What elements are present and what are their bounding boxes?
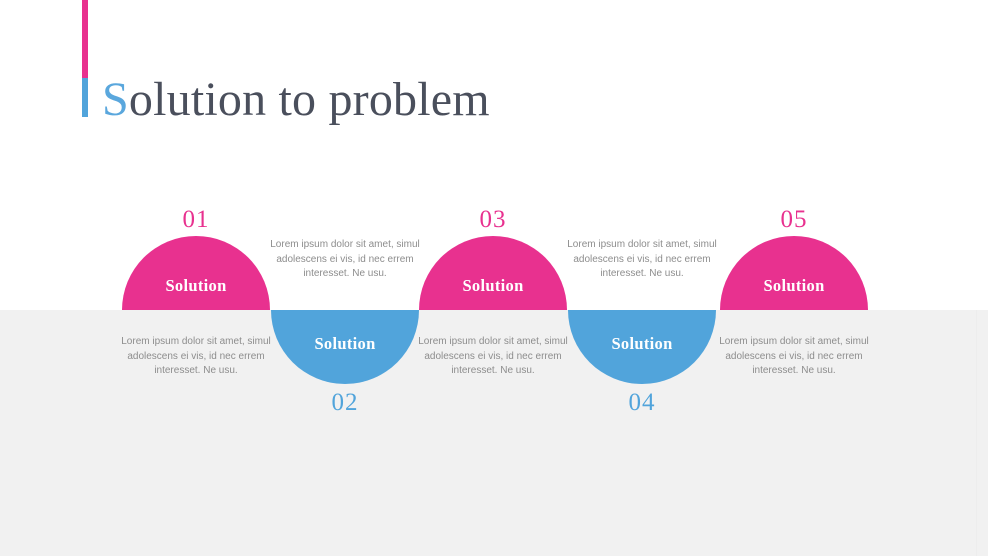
step-04-number: 04	[628, 389, 656, 416]
step-01-dome[interactable]: Solution	[122, 236, 270, 310]
step-01-dome-label: Solution	[165, 276, 227, 295]
step-03-dome-shape	[419, 236, 567, 310]
accent-bar-pink-segment	[82, 0, 88, 78]
step-04-dome[interactable]: Solution	[568, 310, 716, 384]
step-03-number: 03	[479, 206, 507, 233]
step-03-description: Lorem ipsum dolor sit amet, simul adoles…	[418, 336, 568, 376]
step-04-description: Lorem ipsum dolor sit amet, simul adoles…	[567, 239, 717, 279]
step-04-dome-label: Solution	[611, 334, 673, 353]
step-01-dome-shape	[122, 236, 270, 310]
step-02-description: Lorem ipsum dolor sit amet, simul adoles…	[270, 239, 420, 279]
page-title: Solution to problem	[102, 70, 490, 130]
page-title-rest: olution to problem	[128, 73, 490, 126]
step-02-number: 02	[331, 389, 359, 416]
step-05-dome-label: Solution	[763, 276, 825, 295]
band-seam-divider	[976, 310, 977, 556]
accent-bar-blue-segment	[82, 78, 88, 117]
step-05-dome[interactable]: Solution	[720, 236, 868, 310]
step-05-number: 05	[780, 206, 808, 233]
step-03-dome-label: Solution	[462, 276, 524, 295]
step-01-number: 01	[182, 206, 210, 233]
step-01-description: Lorem ipsum dolor sit amet, simul adoles…	[121, 336, 271, 376]
lower-background-band	[0, 310, 988, 556]
page-title-lead-letter: S	[102, 73, 129, 126]
step-03-dome[interactable]: Solution	[419, 236, 567, 310]
title-accent-bar	[82, 0, 88, 117]
step-05-dome-shape	[720, 236, 868, 310]
step-02-dome-label: Solution	[314, 334, 376, 353]
step-05-description: Lorem ipsum dolor sit amet, simul adoles…	[719, 336, 869, 376]
step-02-dome[interactable]: Solution	[271, 310, 419, 384]
